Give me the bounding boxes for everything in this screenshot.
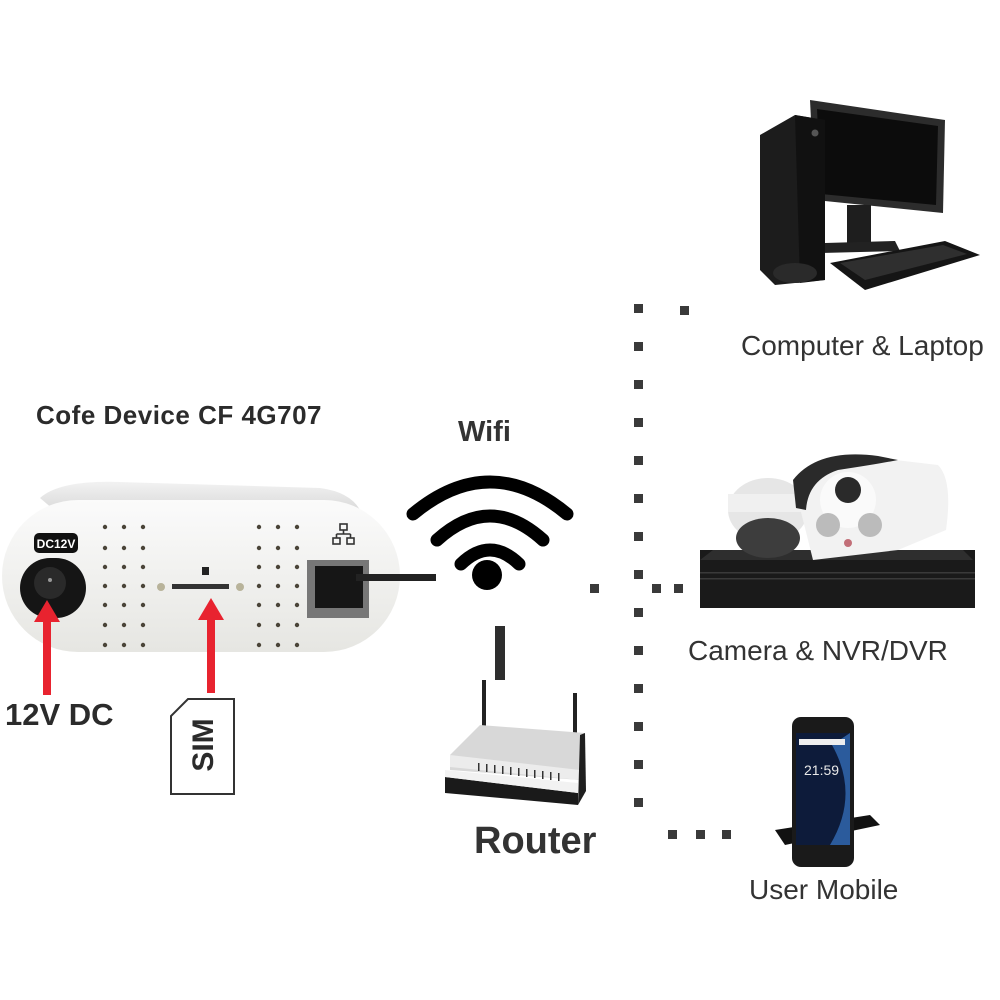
connector-dot	[634, 494, 643, 503]
connector-dot	[680, 306, 689, 315]
smartphone-icon	[775, 717, 880, 867]
connector-dot	[634, 342, 643, 351]
power-arrow	[34, 600, 60, 695]
connector-dot	[634, 304, 643, 313]
endpoint-label-computer: Computer & Laptop	[741, 330, 984, 361]
cofe-device-image	[2, 481, 400, 652]
connector-dot	[634, 418, 643, 427]
connector-dot	[634, 532, 643, 541]
router-label: Router	[474, 820, 597, 862]
ethernet-cable	[356, 574, 436, 581]
connector-dot	[696, 830, 705, 839]
vent-holes-right	[256, 524, 300, 648]
sim-arrow	[198, 598, 224, 693]
phone-clock: 21:59	[804, 762, 840, 778]
connector-dot	[634, 798, 643, 807]
endpoint-label-camera: Camera & NVR/DVR	[688, 635, 948, 666]
connector-dot	[634, 760, 643, 769]
connector-dot	[634, 722, 643, 731]
connector-dot	[634, 570, 643, 579]
connector-dot	[634, 608, 643, 617]
sim-label: SIM	[187, 718, 220, 772]
cctv-camera-nvr-icon	[700, 454, 975, 608]
connector-dot	[634, 380, 643, 389]
connector-dot	[668, 830, 677, 839]
wifi-icon	[406, 475, 574, 590]
network-icon	[332, 523, 355, 545]
power-badge: DC12V	[36, 537, 76, 551]
router-link-line	[495, 626, 505, 680]
connector-dot	[634, 684, 643, 693]
endpoint-label-mobile: User Mobile	[749, 874, 899, 905]
connector-dot	[674, 584, 683, 593]
device-title: Cofe Device CF 4G707	[36, 400, 323, 430]
sim-slot	[172, 584, 229, 589]
vent-holes-left	[102, 524, 146, 648]
connector-dot	[634, 456, 643, 465]
sim-card-icon	[170, 698, 235, 795]
connector-dot	[634, 646, 643, 655]
connector-dot	[590, 584, 599, 593]
connector-dot	[652, 584, 661, 593]
power-label: 12V DC	[5, 697, 114, 732]
connector-dot	[722, 830, 731, 839]
desktop-computer-icon	[760, 100, 980, 290]
wifi-label: Wifi	[458, 416, 511, 448]
router-image	[445, 680, 586, 805]
